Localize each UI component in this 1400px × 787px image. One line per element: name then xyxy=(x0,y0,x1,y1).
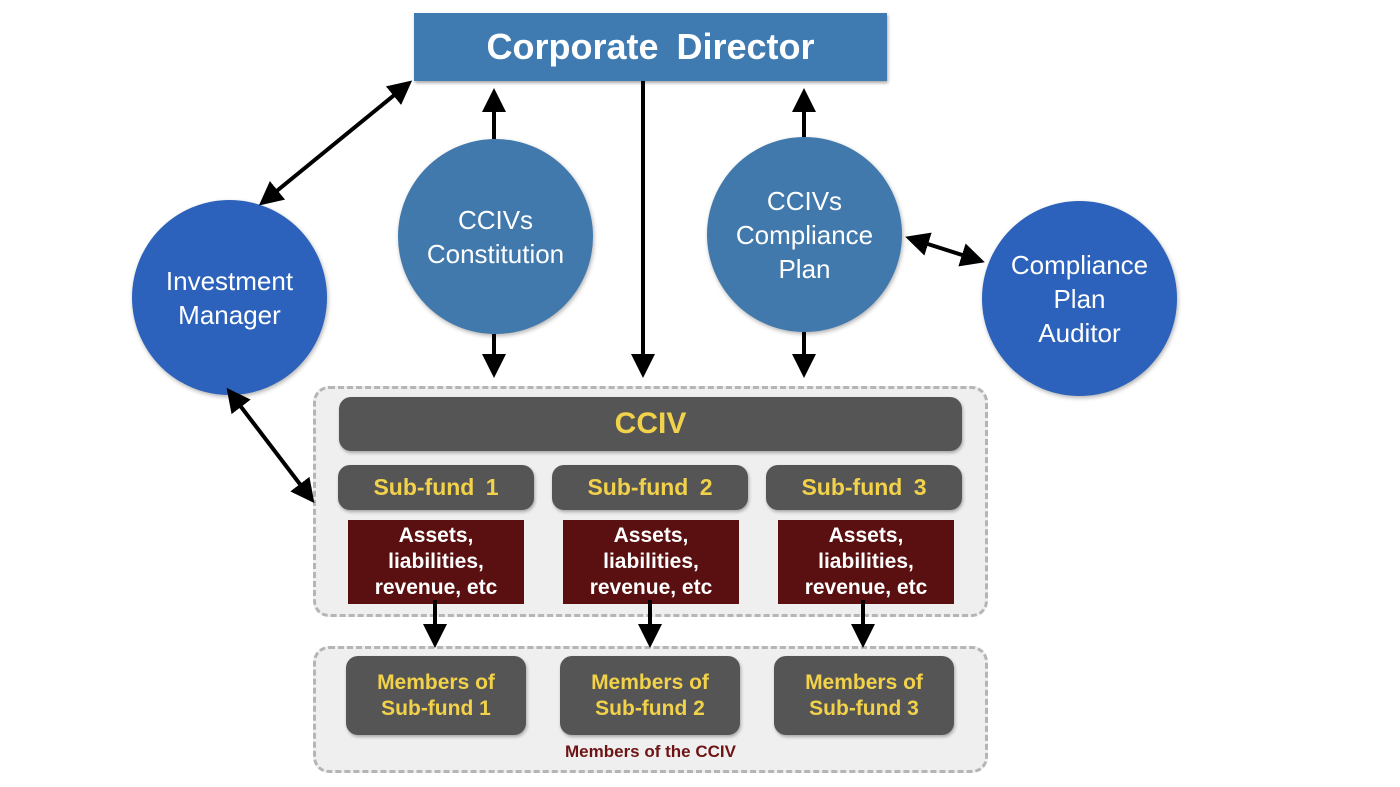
subfund-1-assets: Assets, liabilities, revenue, etc xyxy=(348,520,524,604)
edge-director-investment-manager xyxy=(258,80,413,206)
members-subfund-1-node: Members of Sub-fund 1 xyxy=(346,656,526,735)
members-3-line-2: Sub-fund 3 xyxy=(809,696,919,720)
members-1-line-2: Sub-fund 1 xyxy=(381,696,491,720)
corporate-director-label: Corporate Director xyxy=(486,26,815,67)
auditor-label-2: Plan xyxy=(1053,283,1106,314)
corporate-director-node: Corporate Director xyxy=(414,13,887,81)
auditor-label-3: Auditor xyxy=(1038,317,1121,348)
members-group-label: Members of the CCIV xyxy=(565,742,736,761)
assets-2-line-3: revenue, etc xyxy=(589,576,713,599)
investment-manager-label-2: Manager xyxy=(178,299,281,330)
constitution-label: CCIVs xyxy=(457,204,534,235)
auditor-label: Compliance xyxy=(1010,249,1149,280)
compliance-plan-label-2: Compliance xyxy=(735,219,874,250)
assets-1-line-3: revenue, etc xyxy=(374,576,498,599)
members-2-line-1: Members of xyxy=(591,670,709,694)
subfund-1-node: Sub-fund 1 xyxy=(338,465,534,510)
members-3-line-1: Members of xyxy=(805,670,923,694)
cciv-node: CCIV xyxy=(339,397,962,451)
assets-1-line-1: Assets, xyxy=(398,524,474,547)
edge-investment-manager-cciv xyxy=(226,387,315,504)
subfund-3-assets: Assets, liabilities, revenue, etc xyxy=(778,520,954,604)
constitution-label-2: Constitution xyxy=(426,238,565,269)
members-1-line-1: Members of xyxy=(377,670,495,694)
cciv-label: CCIV xyxy=(614,407,687,440)
members-subfund-2-node: Members of Sub-fund 2 xyxy=(560,656,740,735)
compliance-plan-label-3: Plan xyxy=(778,253,831,284)
subfund-2-node: Sub-fund 2 xyxy=(552,465,748,510)
investment-manager-label: Investment xyxy=(165,265,294,296)
subfund-3-node: Sub-fund 3 xyxy=(766,465,962,510)
assets-3-line-3: revenue, etc xyxy=(804,576,928,599)
subfund-3-label: Sub-fund 3 xyxy=(801,474,927,500)
assets-3-line-2: liabilities, xyxy=(818,550,914,573)
constitution-node: CCIVs Constitution xyxy=(398,139,593,334)
assets-1-line-2: liabilities, xyxy=(388,550,484,573)
subfund-1-label: Sub-fund 1 xyxy=(373,474,499,500)
compliance-plan-label: CCIVs xyxy=(766,185,843,216)
investment-manager-node: Investment Manager xyxy=(132,200,327,395)
compliance-auditor-node: Compliance Plan Auditor xyxy=(982,201,1177,396)
assets-2-line-2: liabilities, xyxy=(603,550,699,573)
edge-compliance-auditor xyxy=(905,232,985,267)
members-2-line-2: Sub-fund 2 xyxy=(595,696,705,720)
subfund-2-label: Sub-fund 2 xyxy=(587,474,713,500)
compliance-plan-node: CCIVs Compliance Plan xyxy=(707,137,902,332)
members-subfund-3-node: Members of Sub-fund 3 xyxy=(774,656,954,735)
assets-3-line-1: Assets, xyxy=(828,524,904,547)
subfund-2-assets: Assets, liabilities, revenue, etc xyxy=(563,520,739,604)
assets-2-line-1: Assets, xyxy=(613,524,689,547)
